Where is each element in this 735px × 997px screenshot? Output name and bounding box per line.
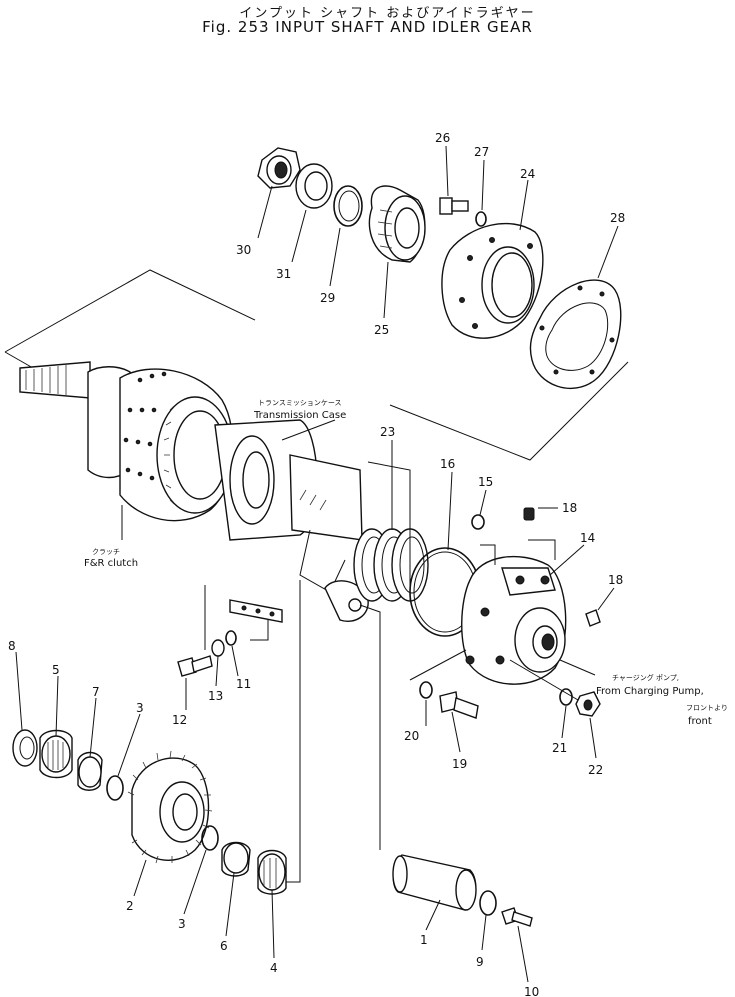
clutch-drum-holes — [123, 371, 167, 481]
part-11-washer — [225, 630, 237, 646]
part-26-bolt — [439, 197, 469, 215]
label-21: 21 — [552, 741, 567, 755]
label-15: 15 — [478, 475, 493, 489]
label-7: 7 — [92, 685, 100, 699]
label-3-upper: 3 — [136, 701, 144, 715]
label-16: 16 — [440, 457, 455, 471]
svg-text:トランスミッションケース: トランスミッションケース — [258, 399, 342, 407]
part-24-cover — [441, 222, 544, 339]
label-25: 25 — [374, 323, 389, 337]
housing-outline-line — [409, 649, 467, 681]
part-9-o-ring — [479, 890, 497, 916]
callout-fr-clutch: クラッチ F&R clutch — [84, 548, 138, 569]
part-21-washer — [559, 688, 573, 706]
part-number-labels: 30 31 29 25 26 27 24 28 23 16 15 18 14 1… — [8, 131, 625, 997]
label-5: 5 — [52, 663, 60, 677]
label-6: 6 — [220, 939, 228, 953]
part-1-shaft — [359, 604, 477, 911]
part-29-snap-ring — [333, 185, 363, 227]
part-14-housing — [461, 539, 567, 685]
label-12: 12 — [172, 713, 187, 727]
label-2: 2 — [126, 899, 134, 913]
label-24: 24 — [520, 167, 535, 181]
title-japanese: インプット シャフト およびアイドラギヤー — [239, 6, 536, 21]
fr-clutch-assembly — [19, 361, 369, 622]
label-20: 20 — [404, 729, 419, 743]
label-31: 31 — [276, 267, 291, 281]
part-25-bearing — [368, 185, 426, 263]
label-18-right: 18 — [608, 573, 623, 587]
part-8-ring — [12, 729, 38, 767]
label-10: 10 — [524, 985, 539, 997]
part-31-washer — [295, 163, 333, 209]
label-29: 29 — [320, 291, 335, 305]
svg-text:クラッチ: クラッチ — [92, 548, 120, 556]
part-6-spacer — [221, 841, 251, 877]
part-30-nut — [257, 147, 301, 189]
label-19: 19 — [452, 757, 467, 771]
part-28-gasket — [529, 279, 622, 390]
part-3-snap-ring-lower — [201, 825, 219, 851]
label-8: 8 — [8, 639, 16, 653]
label-14: 14 — [580, 531, 595, 545]
label-23: 23 — [380, 425, 395, 439]
label-3-lower: 3 — [178, 917, 186, 931]
part-5-needle-bearing — [39, 729, 73, 779]
part-3-snap-ring-upper — [106, 775, 124, 801]
part-23-seal-rings — [353, 461, 429, 602]
figure-title: Fig. 253 INPUT SHAFT AND IDLER GEAR — [202, 18, 533, 36]
label-27: 27 — [474, 145, 489, 159]
label-30: 30 — [236, 243, 251, 257]
label-26: 26 — [435, 131, 450, 145]
part-7-spacer — [77, 751, 103, 791]
part-18-plug-top — [523, 507, 535, 521]
label-11: 11 — [236, 677, 251, 691]
leader-lines — [15, 145, 619, 983]
part-19-bolt — [439, 691, 479, 719]
part-13-washer — [211, 639, 225, 657]
svg-text:フロントより: フロントより — [686, 704, 728, 712]
part-10-bolt — [501, 907, 533, 927]
part-4-needle-bearing — [257, 849, 287, 895]
label-9: 9 — [476, 955, 484, 969]
part-18-plug-right — [585, 609, 601, 627]
part-27-lock-washer — [475, 211, 487, 227]
svg-text:チャージング ポンプ,: チャージング ポンプ, — [612, 673, 679, 682]
callout-charging-pump: チャージング ポンプ, From Charging Pump, フロントより f… — [596, 673, 728, 727]
callout-transmission-case: トランスミッションケース Transmission Case — [253, 399, 346, 421]
label-1: 1 — [420, 933, 428, 947]
label-22: 22 — [588, 763, 603, 777]
idler-axis-line — [286, 580, 301, 883]
part-22-nut — [575, 691, 601, 717]
bracket-plate — [204, 585, 283, 650]
svg-text:F&R clutch: F&R clutch — [84, 558, 138, 569]
svg-text:front: front — [688, 716, 712, 727]
svg-text:Transmission Case: Transmission Case — [253, 410, 346, 421]
part-12-bolt — [177, 655, 213, 677]
part-15-o-ring — [471, 514, 485, 530]
label-13: 13 — [208, 689, 223, 703]
label-18-top: 18 — [562, 501, 577, 515]
housing-outline-line — [509, 659, 579, 701]
label-28: 28 — [610, 211, 625, 225]
label-4: 4 — [270, 961, 278, 975]
part-2-idler-gear — [127, 750, 213, 864]
svg-text:From Charging Pump,: From Charging Pump, — [596, 686, 704, 697]
part-20-washer — [419, 681, 433, 699]
